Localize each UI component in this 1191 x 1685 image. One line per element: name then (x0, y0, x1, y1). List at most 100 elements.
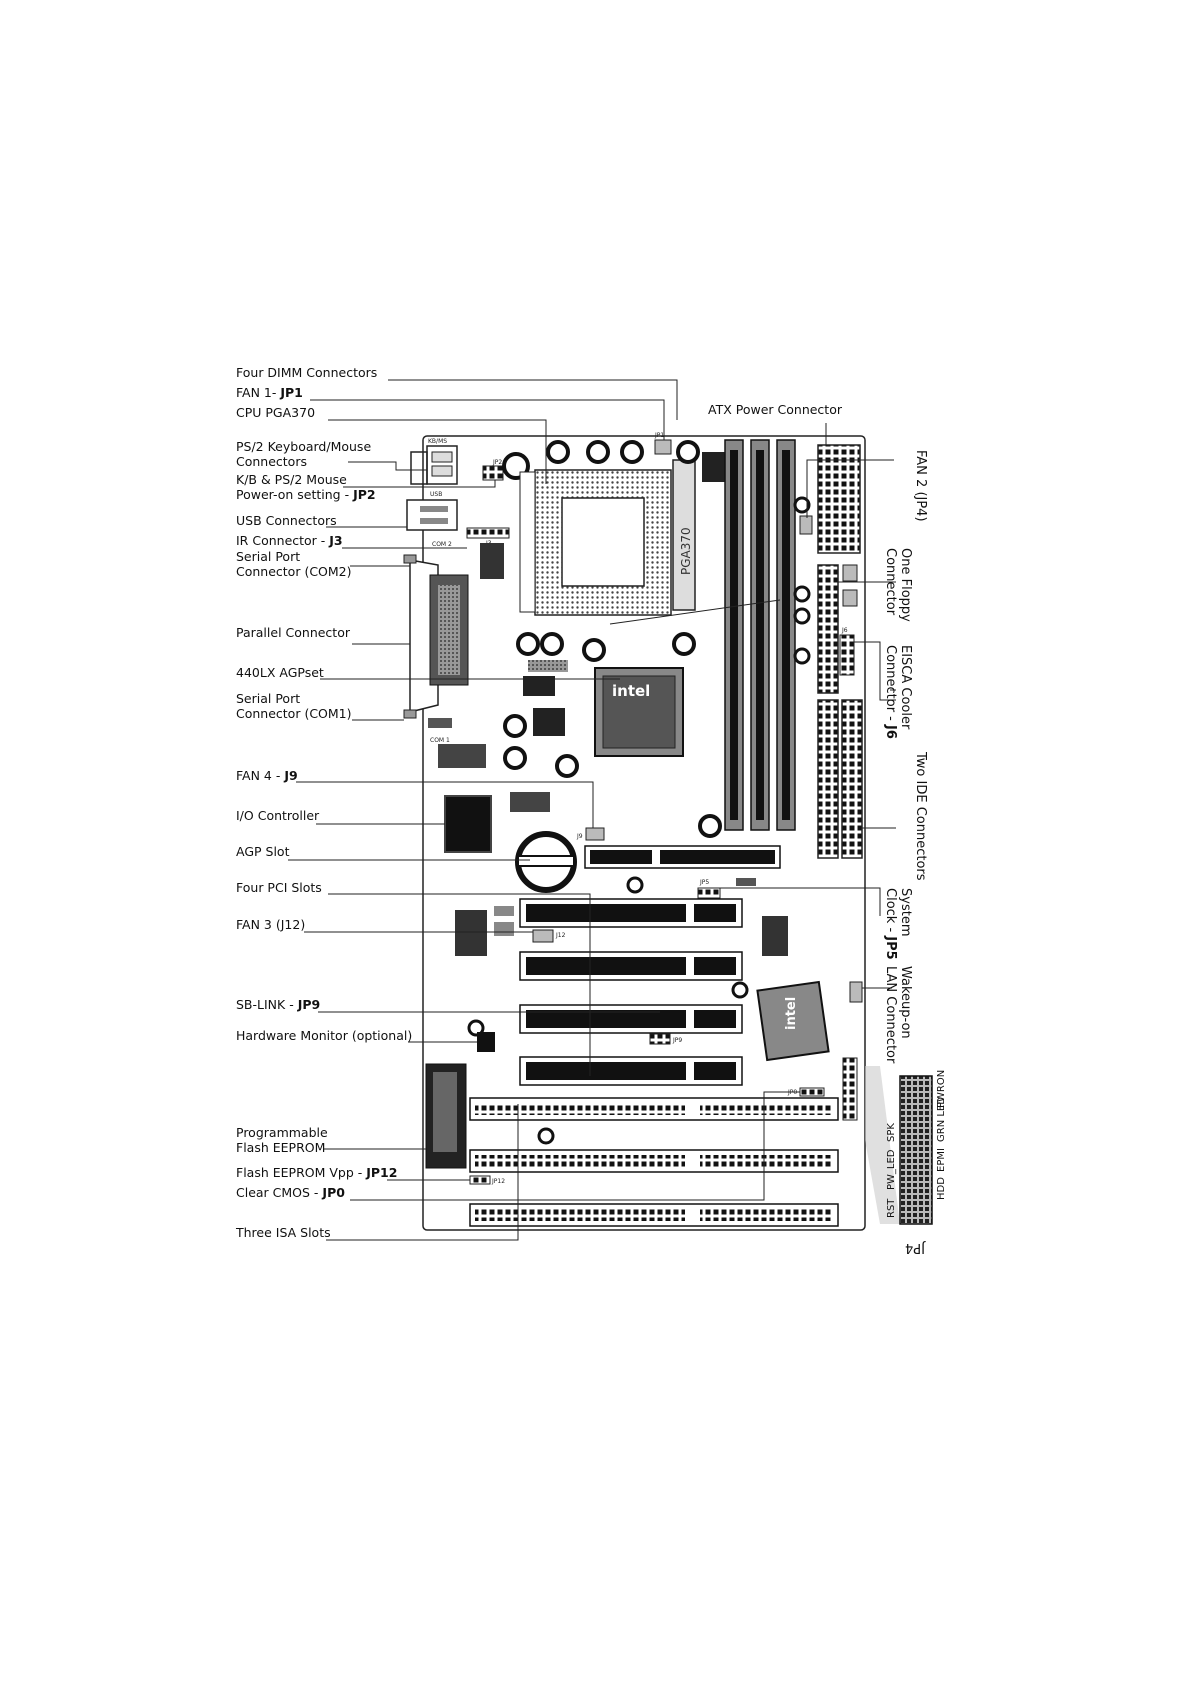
label-clear-cmos: Clear CMOS - JP0 (236, 1185, 345, 1200)
label-text: Hardware Monitor (optional) (236, 1028, 413, 1043)
label-fan4: FAN 4 - J9 (236, 768, 298, 783)
label-text: Power-on setting - (236, 487, 354, 502)
pci-slots (519, 898, 743, 1086)
front-panel-pin-label: SPK (886, 1123, 897, 1142)
label-text: Connector (COM1) (236, 706, 352, 721)
fan3-header (532, 929, 554, 943)
label-line: IR Connector - J3 (236, 533, 343, 548)
label-text: FAN 2 (JP4) (913, 450, 928, 522)
label-atx: ATX Power Connector (708, 402, 842, 417)
jp12-header (469, 1175, 491, 1185)
label-line: Four PCI Slots (236, 880, 322, 895)
label-fan2: FAN 2 (JP4) (913, 450, 928, 522)
label-text: LAN Connector (883, 966, 898, 1064)
label-line: Two IDE Connectors (913, 752, 928, 881)
jp9-mark: JP9 (672, 1037, 682, 1044)
label-text: FAN 1- (236, 385, 281, 400)
label-line: FAN 1- JP1 (236, 385, 303, 400)
wol-header (849, 981, 863, 1003)
label-line: 440LX AGPset (236, 665, 324, 680)
label-line: Three ISA Slots (236, 1225, 331, 1240)
label-ide: Two IDE Connectors (913, 752, 928, 881)
label-parallel: Parallel Connector (236, 625, 350, 640)
pga-mark: PGA370 (679, 527, 693, 575)
com1-mark: COM 1 (430, 737, 450, 744)
kbms-mark: KB/MS (428, 438, 447, 445)
label-text: Connector - (883, 645, 898, 726)
label-text: EISCA Cooler (898, 645, 913, 730)
label-text: Clear CMOS - (236, 1185, 323, 1200)
board-outline (422, 435, 866, 1231)
jp0-header (799, 1087, 825, 1097)
intel2-mark: intel (784, 997, 799, 1030)
label-ir: IR Connector - J3 (236, 533, 343, 548)
isa-slots (469, 1097, 839, 1227)
label-text: Four PCI Slots (236, 880, 322, 895)
label-line: System (898, 888, 913, 960)
label-code: JP5 (883, 936, 898, 960)
label-sblink: SB-LINK - JP9 (236, 997, 320, 1012)
label-text: FAN 3 (J12) (236, 917, 306, 932)
label-text: Flash EEPROM (236, 1140, 326, 1155)
label-line: FAN 3 (J12) (236, 917, 305, 932)
label-line: PS/2 Keyboard/Mouse (236, 439, 371, 454)
label-text: Connector (COM2) (236, 564, 352, 579)
label-code: JP9 (297, 997, 321, 1012)
atx-power (817, 444, 861, 554)
intel1-mark: intel (612, 682, 650, 700)
label-text: K/B & PS/2 Mouse (236, 472, 347, 487)
label-hwmon: Hardware Monitor (optional) (236, 1028, 412, 1043)
eisca-header (839, 634, 855, 676)
label-fan3: FAN 3 (J12) (236, 917, 305, 932)
label-text: SB-LINK - (236, 997, 298, 1012)
label-line: LAN Connector (883, 966, 898, 1063)
cmos-battery (515, 831, 577, 893)
label-line: Connector - J6 (883, 645, 898, 739)
front-panel-pin-label: EPMI (936, 1148, 947, 1172)
label-text: Clock - (883, 888, 898, 937)
label-code: JP0 (322, 1185, 345, 1200)
ps2-connector (410, 445, 458, 485)
southbridge-chip (756, 980, 830, 1062)
jp5-mark: JP5 (699, 879, 709, 886)
fan1-header (654, 439, 672, 455)
jp5-header (697, 887, 721, 899)
label-text: Serial Port (236, 691, 301, 706)
agp-slot (584, 845, 781, 869)
label-usb: USB Connectors (236, 513, 337, 528)
label-line: Clock - JP5 (883, 888, 898, 960)
label-text: Wakeup-on (898, 966, 913, 1039)
label-agp: AGP Slot (236, 844, 290, 859)
label-line: Connector (COM2) (236, 564, 352, 579)
label-line: Serial Port (236, 549, 352, 564)
j6-mark: J6 (841, 627, 848, 634)
flash-eeprom (425, 1063, 467, 1169)
usb-connector (406, 499, 458, 531)
label-text: USB Connectors (236, 513, 337, 528)
fan2-header (799, 515, 813, 535)
front-panel-pin-label: GRN LED (936, 1097, 947, 1142)
label-io: I/O Controller (236, 808, 319, 823)
label-agpset: 440LX AGPset (236, 665, 324, 680)
label-four-dimm: Four DIMM Connectors (236, 365, 377, 380)
label-text: Three ISA Slots (236, 1225, 331, 1240)
jp12-mark: JP12 (491, 1178, 505, 1185)
jp1-mark: JP1 (654, 432, 664, 439)
dimm-slots (724, 439, 796, 831)
label-line: One Floppy (898, 548, 913, 622)
agpset-chip (594, 667, 684, 757)
io-controller (444, 795, 492, 853)
cpu-socket (519, 459, 696, 616)
label-text: Two IDE Connectors (913, 752, 928, 881)
ir-header (466, 527, 510, 539)
label-line: EISCA Cooler (898, 645, 913, 739)
label-code: JP2 (353, 487, 376, 502)
label-text: Flash EEPROM Vpp - (236, 1165, 367, 1180)
